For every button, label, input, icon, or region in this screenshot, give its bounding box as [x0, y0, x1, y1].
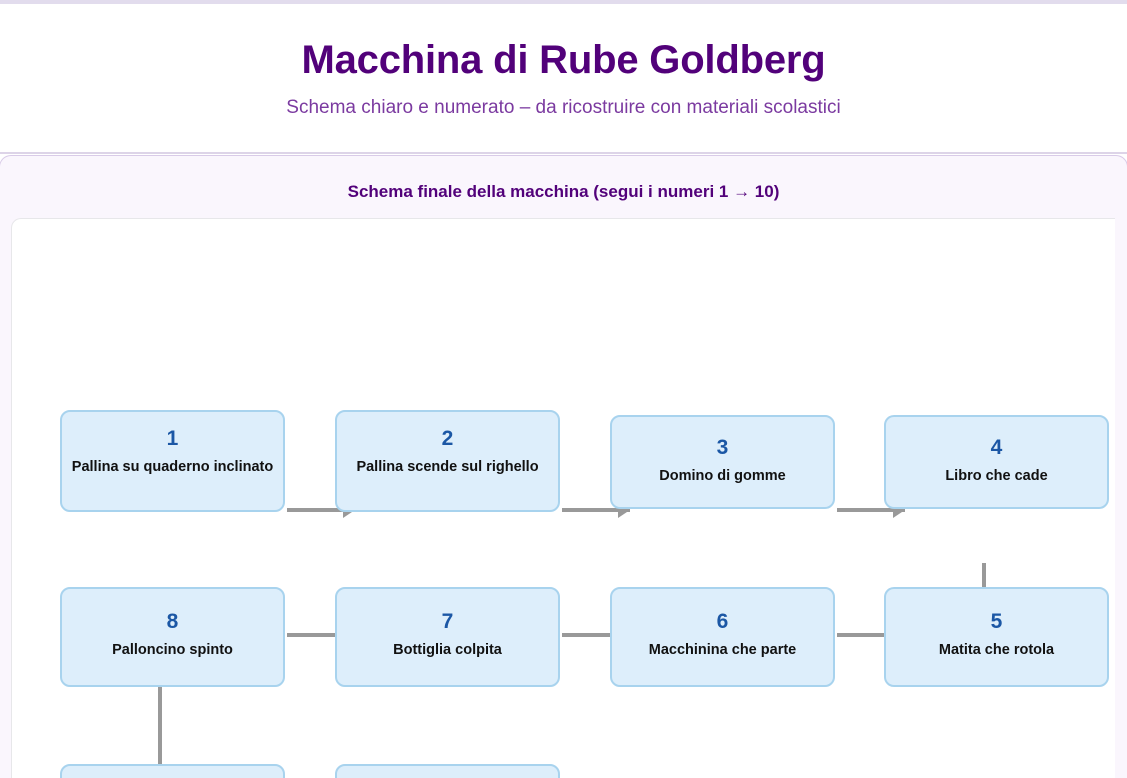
- flow-node-3-number: 3: [716, 436, 729, 459]
- flow-node-2-number: 2: [441, 427, 454, 450]
- flow-node-4-number: 4: [990, 436, 1003, 459]
- page-subtitle: Schema chiaro e numerato – da ricostruir…: [286, 97, 841, 118]
- connector-1-2: [287, 508, 355, 512]
- flow-node-1-number: 1: [166, 427, 179, 450]
- flow-node-5-number: 5: [990, 610, 1003, 633]
- flow-node-3[interactable]: 3 Domino di gomme: [610, 415, 835, 509]
- flow-node-1[interactable]: 1 Pallina su quaderno inclinato: [60, 410, 285, 512]
- flow-node-8-label: Palloncino spinto: [112, 642, 233, 658]
- connector-6-7: [562, 633, 630, 637]
- flow-node-1-label: Pallina su quaderno inclinato: [71, 459, 274, 475]
- flow-node-3-label: Domino di gomme: [659, 468, 786, 484]
- flow-node-10[interactable]: 10 Campanella che suona: [335, 764, 560, 778]
- flow-node-6[interactable]: 6 Macchinina che parte: [610, 587, 835, 687]
- top-accent-strip: [0, 0, 1127, 4]
- flow-node-2[interactable]: 2 Pallina scende sul righello: [335, 410, 560, 512]
- diagram-panel-title: Schema finale della macchina (segui i nu…: [347, 182, 780, 201]
- flow-node-7[interactable]: 7 Bottiglia colpita: [335, 587, 560, 687]
- flow-node-4[interactable]: 4 Libro che cade: [884, 415, 1109, 509]
- diagram-card: 1 Pallina su quaderno inclinato 2 Pallin…: [11, 218, 1115, 778]
- flow-node-8-number: 8: [166, 610, 179, 633]
- flow-node-5[interactable]: 5 Matita che rotola: [884, 587, 1109, 687]
- flow-node-2-label: Pallina scende sul righello: [356, 459, 539, 475]
- flow-node-9[interactable]: 9 Spago tirato: [60, 764, 285, 778]
- flow-node-6-number: 6: [716, 610, 729, 633]
- connector-7-8: [287, 633, 355, 637]
- page-header: Macchina di Rube Goldberg Schema chiaro …: [0, 4, 1127, 153]
- connector-8-9: [158, 687, 162, 773]
- flow-node-8[interactable]: 8 Palloncino spinto: [60, 587, 285, 687]
- flow-node-4-label: Libro che cade: [945, 468, 1048, 484]
- header-divider: [0, 152, 1127, 154]
- connector-3-4: [837, 508, 905, 512]
- connector-5-6: [837, 633, 905, 637]
- flow-node-5-label: Matita che rotola: [938, 642, 1055, 658]
- flow-node-7-label: Bottiglia colpita: [393, 642, 502, 658]
- connector-2-3: [562, 508, 630, 512]
- flow-node-6-label: Macchinina che parte: [648, 642, 797, 658]
- page-title: Macchina di Rube Goldberg: [301, 38, 826, 82]
- flow-node-7-number: 7: [441, 610, 454, 633]
- diagram-panel: Schema finale della macchina (segui i nu…: [0, 155, 1127, 778]
